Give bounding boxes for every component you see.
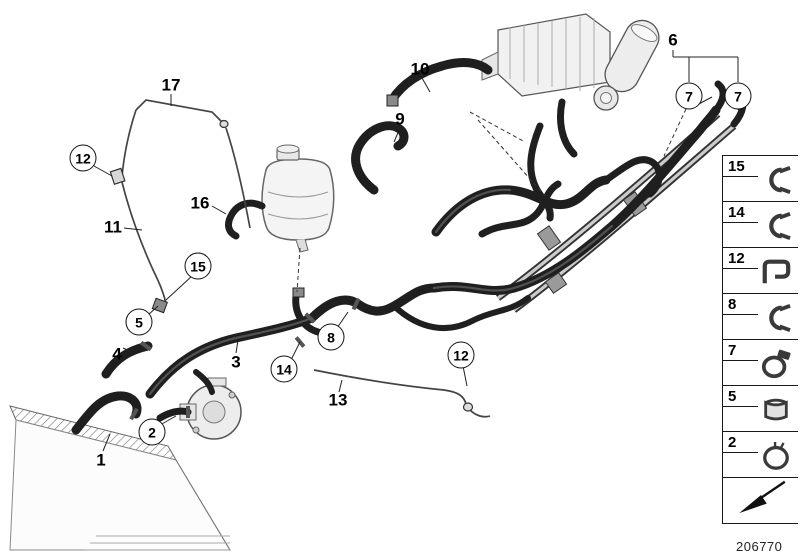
fastener-legend: 15 14 12 8 7 5 2 xyxy=(722,155,798,524)
legend-item-15[interactable]: 15 xyxy=(723,156,798,202)
callout-6[interactable]: 6 xyxy=(668,30,678,50)
pipe-13 xyxy=(313,369,467,405)
callout-10[interactable]: 10 xyxy=(410,59,430,79)
clip-clamp-icon xyxy=(757,257,795,292)
thin-pipes xyxy=(121,99,491,418)
legend-item-number: 14 xyxy=(723,202,758,223)
hose-16 xyxy=(225,199,266,240)
callout-13[interactable]: 13 xyxy=(328,390,348,410)
callout-5[interactable]: 5 xyxy=(125,308,153,336)
sleeve-clamp-icon xyxy=(757,395,795,430)
legend-item-2[interactable]: 2 xyxy=(723,432,798,478)
legend-item-8[interactable]: 8 xyxy=(723,294,798,340)
hose-3-branch xyxy=(193,369,215,395)
legend-item-7[interactable]: 7 xyxy=(723,340,798,386)
hose-8 xyxy=(307,283,439,323)
callout-12[interactable]: 12 xyxy=(447,341,475,369)
legend-item-number: 15 xyxy=(723,156,758,177)
legend-item-number: 2 xyxy=(723,432,758,453)
callout-8[interactable]: 8 xyxy=(317,323,345,351)
spring-clamp-icon xyxy=(757,165,795,200)
view-direction-cell xyxy=(723,478,798,524)
hose-1 xyxy=(71,391,142,435)
legend-item-number: 7 xyxy=(723,340,758,361)
hose-cross xyxy=(391,295,531,332)
legend-item-14[interactable]: 14 xyxy=(723,202,798,248)
callout-2[interactable]: 2 xyxy=(138,418,166,446)
legend-item-number: 8 xyxy=(723,294,758,315)
direction-arrow-icon xyxy=(734,477,790,520)
callout-4[interactable]: 4 xyxy=(112,344,122,364)
callout-3[interactable]: 3 xyxy=(231,352,241,372)
callout-17[interactable]: 17 xyxy=(161,75,181,95)
hose-tangle-2 xyxy=(478,180,562,238)
legend-item-12[interactable]: 12 xyxy=(723,248,798,294)
hose-4 xyxy=(101,341,153,379)
spring-clamp-icon xyxy=(757,211,795,246)
intercooler xyxy=(481,13,660,111)
callout-1[interactable]: 1 xyxy=(96,450,106,470)
diagram-number: 206770 xyxy=(736,539,783,554)
legend-item-5[interactable]: 5 xyxy=(723,386,798,432)
callout-12[interactable]: 12 xyxy=(69,144,97,172)
hose-10 xyxy=(387,58,493,105)
pipe-11 xyxy=(121,181,167,305)
hose-2-inlet xyxy=(156,407,192,422)
hose-pipe-end-1 xyxy=(712,80,727,114)
hose-9 xyxy=(351,121,409,195)
expansion-tank xyxy=(261,144,335,253)
fittings xyxy=(109,94,474,421)
coolant-hoses xyxy=(71,58,747,435)
worm-clamp-icon xyxy=(757,349,795,384)
hose-tangle-3 xyxy=(527,122,554,222)
spring-clamp-icon xyxy=(757,303,795,338)
ring-clamp-icon xyxy=(757,441,795,476)
hose-tangle-4 xyxy=(557,98,578,158)
radiator xyxy=(9,405,231,551)
callout-7[interactable]: 7 xyxy=(724,82,752,110)
callout-11[interactable]: 11 xyxy=(104,217,122,237)
dashed-lines xyxy=(296,108,687,293)
callout-16[interactable]: 16 xyxy=(190,193,210,213)
leader-lines xyxy=(93,50,740,452)
hose-highlights xyxy=(148,188,614,396)
legend-item-number: 12 xyxy=(723,248,758,269)
pipe-17 xyxy=(135,99,223,123)
hose-tank-down xyxy=(292,292,322,336)
legend-item-number: 5 xyxy=(723,386,758,407)
hose-tangle-5 xyxy=(602,156,663,198)
callout-9[interactable]: 9 xyxy=(395,109,405,129)
callout-14[interactable]: 14 xyxy=(270,355,298,383)
callout-15[interactable]: 15 xyxy=(184,252,212,280)
callout-7[interactable]: 7 xyxy=(675,82,703,110)
